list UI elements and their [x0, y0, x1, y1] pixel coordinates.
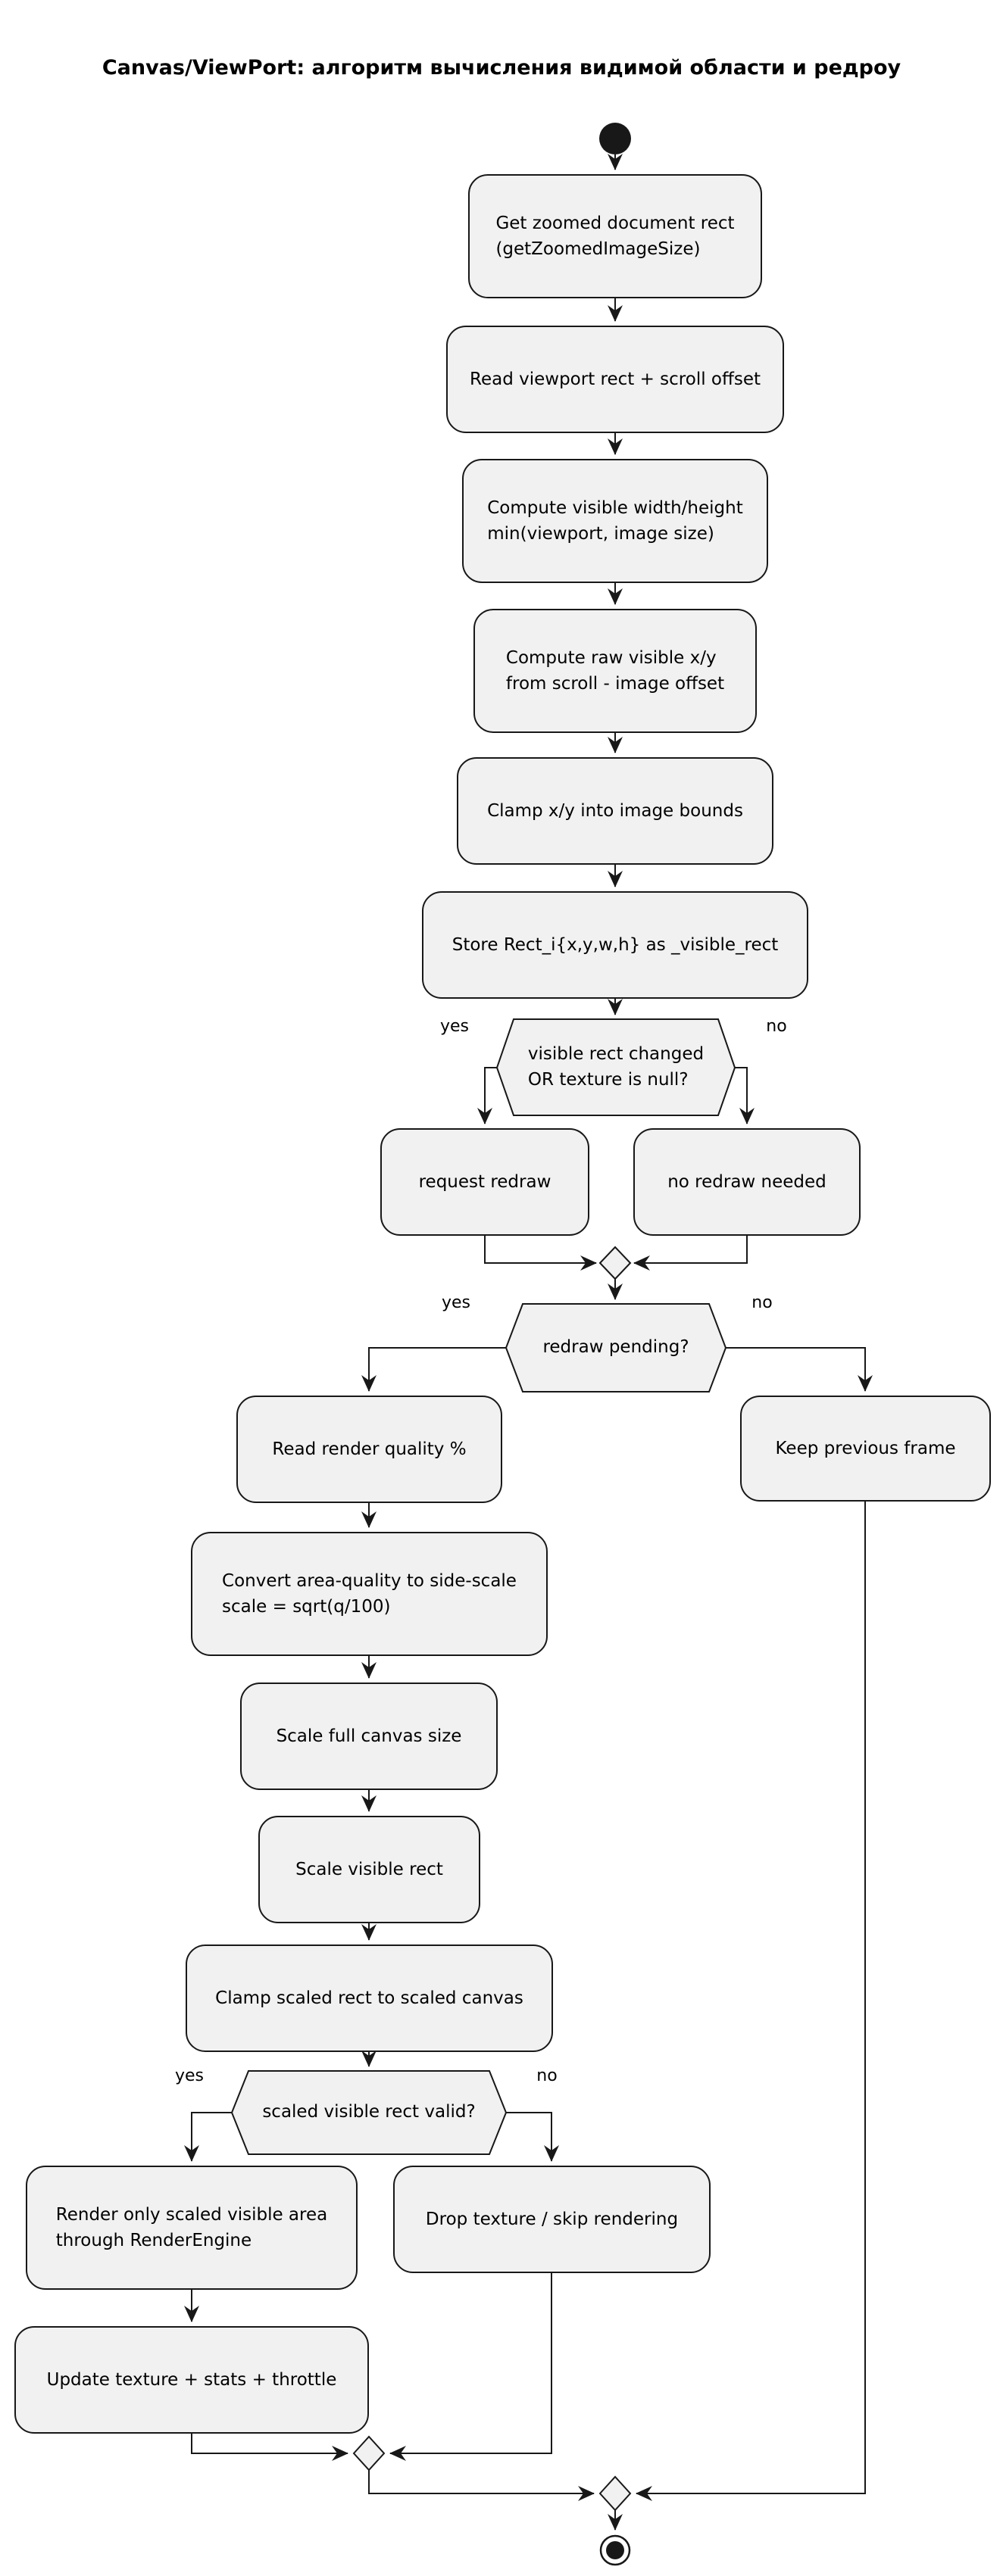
activity-get-zoomed-rect: Get zoomed document rect (getZoomedImage… [468, 174, 762, 298]
merge-diamond-render [352, 2435, 386, 2472]
activity-label: Clamp x/y into image bounds [487, 800, 743, 821]
activity-label: Read render quality % [272, 1439, 467, 1459]
activity-label: Get zoomed document rect (getZoomedImage… [495, 213, 735, 260]
activity-clamp-scaled-rect: Clamp scaled rect to scaled canvas [186, 1944, 553, 2052]
branch-label-no: no [766, 1017, 787, 1036]
activity-label: no redraw needed [667, 1171, 826, 1192]
end-node [599, 2534, 631, 2566]
merge-diamond-redraw [598, 1246, 632, 1280]
activity-no-redraw-needed: no redraw needed [633, 1128, 861, 1236]
activity-keep-previous-frame: Keep previous frame [740, 1396, 991, 1502]
decision-label-scaled-rect-valid: scaled visible rect valid? [262, 2102, 476, 2122]
branch-label-yes: yes [174, 2066, 205, 2085]
activity-read-render-quality: Read render quality % [236, 1396, 502, 1503]
activity-drop-texture: Drop texture / skip rendering [393, 2166, 711, 2273]
decision-hexagon-visible-rect-changed [495, 1018, 736, 1116]
activity-convert-quality: Convert area-quality to side-scale scale… [191, 1532, 548, 1656]
branch-label-no: no [751, 1293, 773, 1312]
activity-label: Clamp scaled rect to scaled canvas [215, 1988, 523, 2008]
activity-label: Compute visible width/height min(viewpor… [487, 497, 743, 544]
activity-read-viewport: Read viewport rect + scroll offset [446, 326, 784, 433]
branch-label-yes: yes [441, 1293, 471, 1312]
connectors [184, 154, 873, 2531]
activity-label: Scale visible rect [295, 1859, 443, 1879]
decision-hexagon-scaled-rect-valid [230, 2070, 508, 2155]
start-node [599, 123, 631, 154]
activity-label: Scale full canvas size [276, 1726, 462, 1746]
activity-store-rect: Store Rect_i{x,y,w,h} as _visible_rect [422, 891, 808, 999]
merge-diamond-final [598, 2475, 632, 2512]
branch-label-no: no [536, 2066, 558, 2085]
activity-compute-visible-wh: Compute visible width/height min(viewpor… [462, 459, 768, 583]
activity-clamp-xy: Clamp x/y into image bounds [457, 757, 773, 865]
activity-label: Drop texture / skip rendering [425, 2209, 679, 2229]
decision-label-visible-rect-changed: visible rect changed OR texture is null? [527, 1044, 705, 1090]
activity-label: request redraw [418, 1171, 551, 1192]
decision-label-redraw-pending: redraw pending? [542, 1337, 689, 1358]
activity-label: Compute raw visible x/y from scroll - im… [505, 647, 725, 694]
activity-label: Update texture + stats + throttle [46, 2369, 337, 2390]
activity-label: Convert area-quality to side-scale scale… [222, 1570, 517, 1617]
activity-update-texture: Update texture + stats + throttle [14, 2326, 369, 2434]
activity-label: Keep previous frame [775, 1438, 956, 1458]
activity-label: Read viewport rect + scroll offset [470, 369, 761, 389]
branch-label-yes: yes [439, 1017, 470, 1036]
activity-scale-visible-rect: Scale visible rect [258, 1816, 480, 1923]
activity-label: Store Rect_i{x,y,w,h} as _visible_rect [452, 934, 779, 955]
decision-hexagon-redraw-pending [505, 1303, 727, 1392]
activity-request-redraw: request redraw [380, 1128, 589, 1236]
activity-compute-raw-xy: Compute raw visible x/y from scroll - im… [473, 609, 757, 733]
activity-scale-full-canvas: Scale full canvas size [240, 1683, 498, 1790]
activity-label: Render only scaled visible area through … [55, 2204, 328, 2251]
activity-render-visible-area: Render only scaled visible area through … [26, 2166, 358, 2290]
diagram-title: Canvas/ViewPort: алгоритм вычисления вид… [102, 56, 901, 80]
